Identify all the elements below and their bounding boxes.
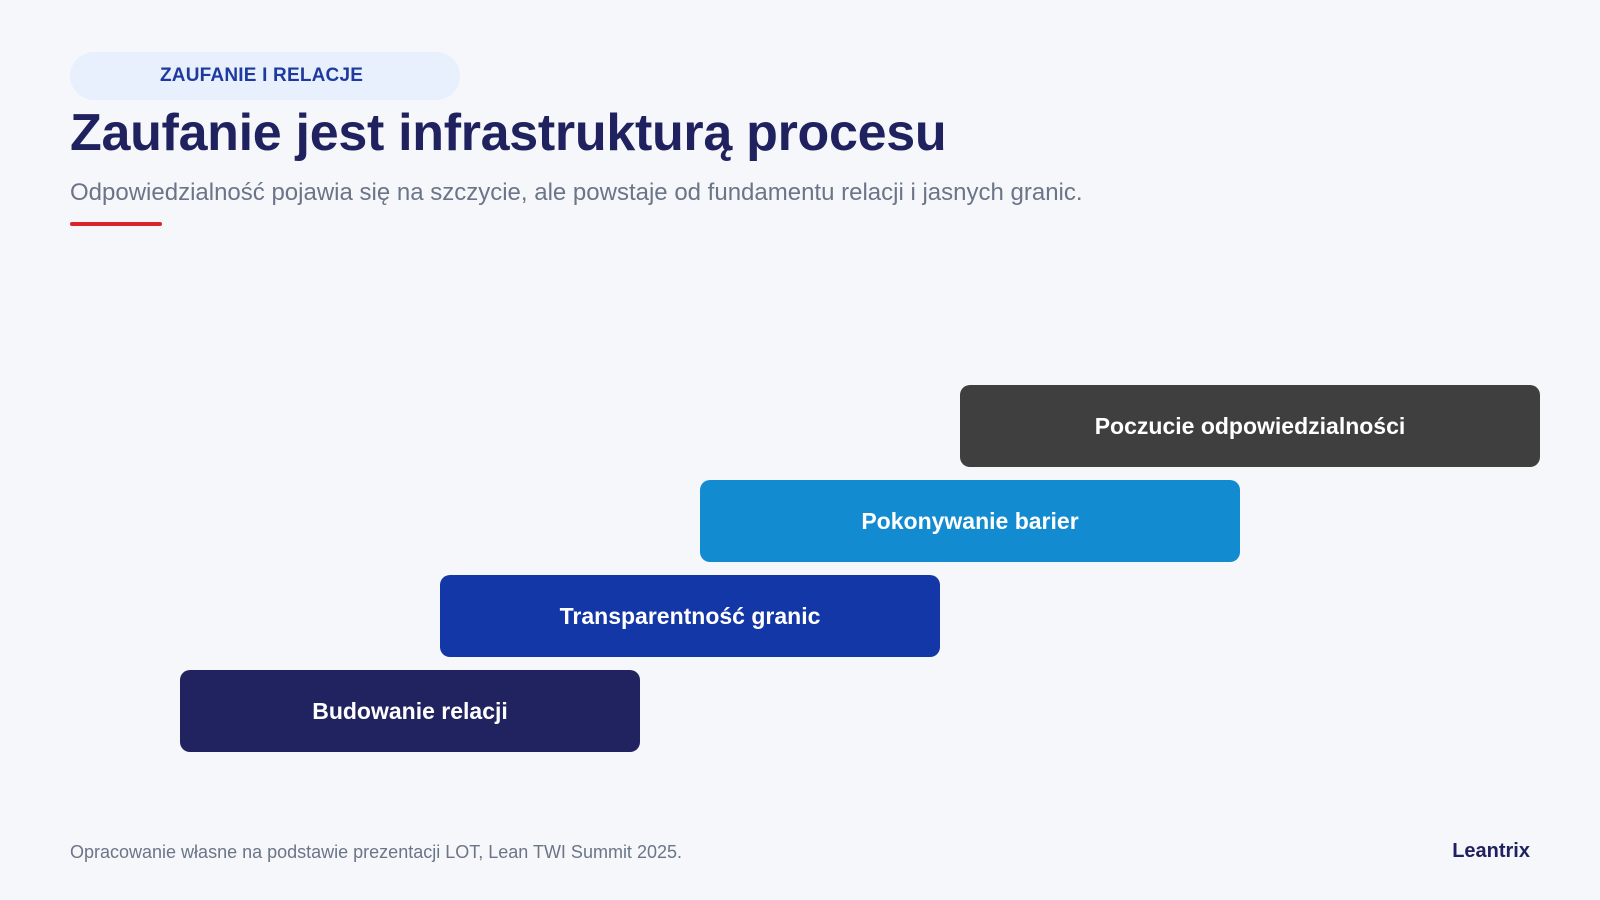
accent-divider [70,222,162,226]
source-note: Opracowanie własne na podstawie prezenta… [70,842,682,862]
slide-subtitle: Odpowiedzialność pojawia się na szczycie… [70,179,1083,206]
slide-title: Zaufanie jest infrastrukturą procesu [70,104,947,162]
step-budowanie-relacji: Budowanie relacji [180,670,640,752]
brand-logo-text: Leantrix [1452,840,1530,862]
step-pokonywanie-barier: Pokonywanie barier [700,480,1240,562]
step-transparentnosc-granic: Transparentność granic [440,575,940,657]
section-tag: ZAUFANIE I RELACJE [70,52,460,100]
step-poczucie-odpowiedzialnosci: Poczucie odpowiedzialności [960,385,1540,467]
